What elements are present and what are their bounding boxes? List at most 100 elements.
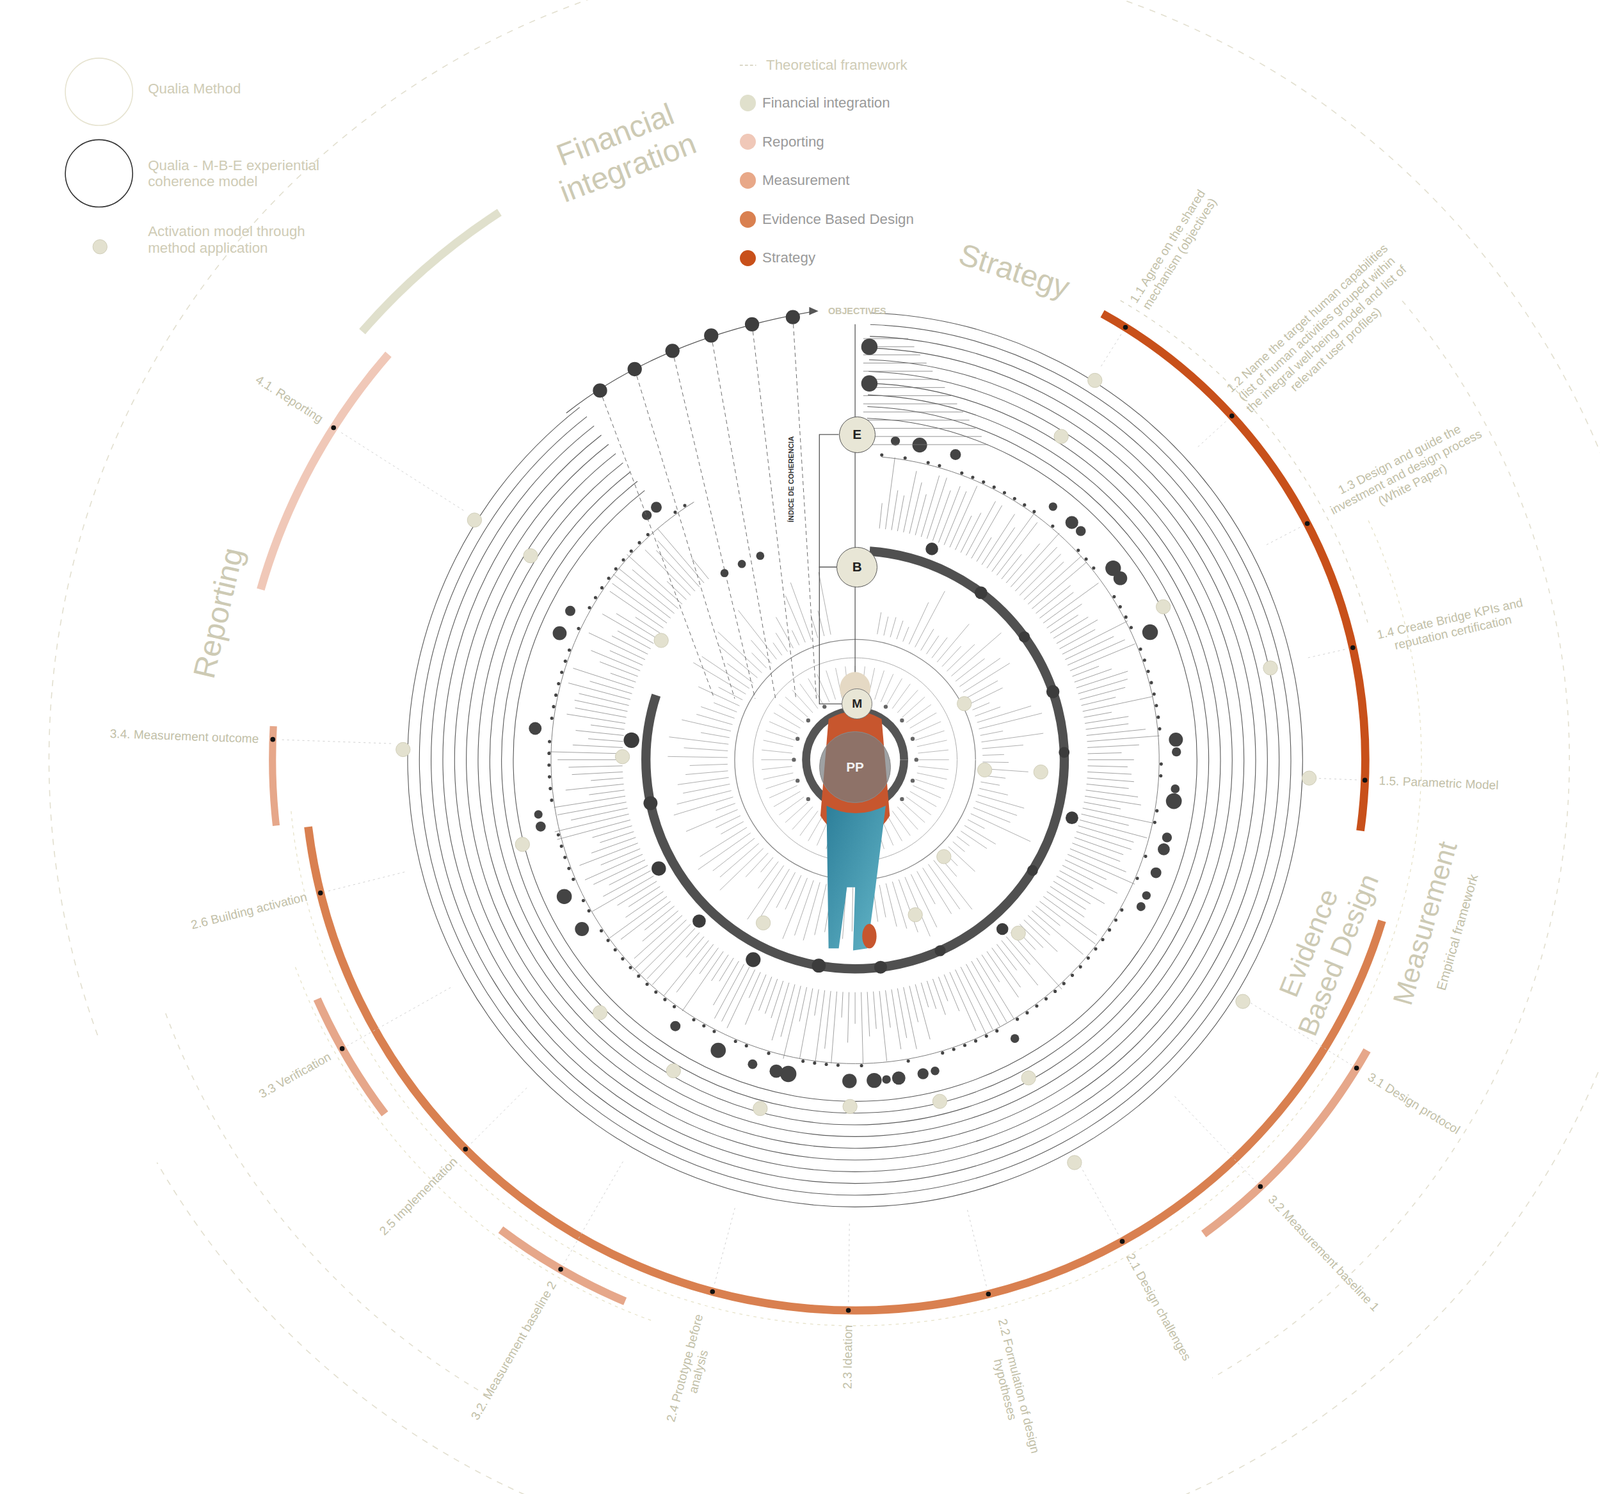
framework-label: Strategy bbox=[954, 236, 1074, 305]
dot bbox=[1032, 510, 1036, 514]
text-stroke bbox=[898, 880, 918, 933]
dot bbox=[629, 966, 633, 970]
framework-label: Reporting bbox=[186, 544, 251, 682]
text-stroke bbox=[897, 689, 918, 713]
text-stroke bbox=[632, 569, 679, 609]
text-stroke bbox=[1084, 716, 1129, 724]
dot bbox=[1166, 793, 1183, 810]
text-stroke bbox=[591, 837, 636, 854]
text-stroke bbox=[593, 860, 646, 885]
guide-arc bbox=[294, 963, 651, 1321]
step-label: 1.4 Create Bridge KPIs and reputation ce… bbox=[1363, 593, 1540, 659]
dot bbox=[651, 861, 666, 876]
text-stroke bbox=[910, 791, 937, 808]
text-stroke bbox=[1010, 932, 1062, 990]
text-stroke bbox=[588, 790, 624, 795]
text-stroke bbox=[634, 915, 683, 959]
dot bbox=[769, 1064, 783, 1079]
dot bbox=[712, 1029, 716, 1033]
dot bbox=[1162, 832, 1172, 843]
text-stroke bbox=[1074, 669, 1112, 683]
dot bbox=[1025, 1011, 1029, 1015]
legend-line bbox=[739, 64, 757, 66]
text-stroke bbox=[1015, 547, 1057, 592]
text-stroke bbox=[602, 871, 651, 897]
text-stroke bbox=[800, 684, 818, 710]
dot bbox=[563, 659, 568, 664]
text-stroke bbox=[1087, 744, 1140, 748]
text-stroke bbox=[912, 721, 941, 735]
text-stroke bbox=[970, 814, 1031, 843]
dot bbox=[811, 958, 826, 973]
dot bbox=[710, 1043, 726, 1059]
text-stroke bbox=[609, 650, 643, 666]
ring-line bbox=[551, 456, 1160, 1064]
dot bbox=[734, 1040, 738, 1044]
text-stroke bbox=[1001, 940, 1039, 986]
text-stroke bbox=[1059, 871, 1094, 890]
dot bbox=[960, 471, 964, 475]
text-stroke bbox=[910, 712, 937, 729]
dot bbox=[801, 1059, 805, 1064]
text-stroke bbox=[686, 809, 738, 832]
text-stroke bbox=[917, 773, 948, 780]
text-stroke bbox=[790, 583, 812, 641]
dot bbox=[650, 501, 662, 513]
text-stroke bbox=[1086, 790, 1139, 798]
text-stroke bbox=[617, 631, 651, 649]
dot bbox=[720, 568, 729, 578]
dot bbox=[842, 1073, 857, 1089]
text-stroke bbox=[765, 979, 778, 1014]
dot bbox=[899, 797, 904, 802]
text-stroke bbox=[976, 801, 1018, 816]
guide-arc bbox=[49, 0, 1600, 1494]
activation-dot bbox=[1054, 429, 1069, 444]
spoke-line bbox=[1101, 332, 1123, 367]
text-stroke bbox=[602, 614, 654, 644]
dot bbox=[1168, 732, 1183, 747]
dashed-line bbox=[752, 324, 797, 699]
ring-line bbox=[419, 324, 1291, 1196]
text-stroke bbox=[918, 759, 950, 761]
activation-dot bbox=[1235, 994, 1250, 1009]
activation-dot bbox=[932, 1094, 947, 1109]
dot bbox=[556, 833, 560, 837]
text-stroke bbox=[931, 637, 948, 658]
dot bbox=[1120, 908, 1124, 912]
spoke-line bbox=[326, 872, 405, 892]
activation-dot bbox=[1263, 661, 1278, 676]
legend-sample bbox=[65, 139, 133, 207]
text-stroke bbox=[599, 832, 634, 843]
text-stroke bbox=[1082, 808, 1154, 824]
text-stroke bbox=[778, 797, 804, 816]
dot bbox=[654, 990, 658, 994]
text-stroke bbox=[702, 656, 750, 689]
text-stroke bbox=[920, 983, 928, 1008]
text-stroke bbox=[848, 992, 850, 1044]
text-stroke bbox=[677, 777, 729, 785]
text-stroke bbox=[903, 471, 917, 533]
financial-band bbox=[362, 212, 500, 332]
text-stroke bbox=[903, 627, 909, 642]
step-dot bbox=[709, 1289, 715, 1295]
dot bbox=[1079, 965, 1083, 969]
dot bbox=[600, 586, 604, 590]
dot bbox=[1142, 891, 1151, 900]
text-stroke bbox=[794, 880, 814, 936]
dashed-line bbox=[711, 335, 776, 699]
list-line bbox=[863, 428, 976, 429]
dot bbox=[910, 778, 915, 783]
dot bbox=[952, 1048, 956, 1052]
step-dot bbox=[558, 1267, 564, 1273]
text-stroke bbox=[590, 778, 623, 781]
list-line bbox=[863, 403, 958, 405]
dot bbox=[1065, 811, 1079, 825]
text-stroke bbox=[760, 759, 792, 761]
dot bbox=[910, 737, 915, 742]
text-stroke bbox=[1050, 615, 1079, 633]
text-stroke bbox=[915, 494, 927, 536]
dot bbox=[613, 948, 617, 952]
dot bbox=[970, 475, 975, 479]
text-stroke bbox=[892, 810, 911, 836]
text-stroke bbox=[873, 992, 877, 1030]
